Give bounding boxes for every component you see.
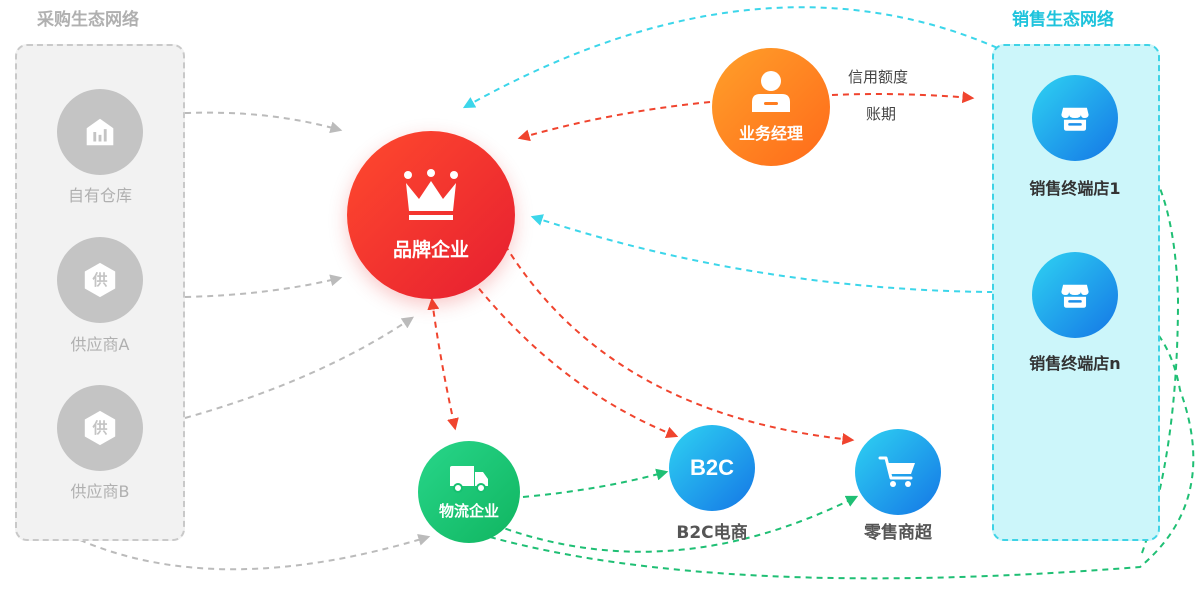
supplier-b-node: 供 bbox=[57, 385, 143, 471]
b2c-label: B2C电商 bbox=[676, 523, 748, 543]
brand-node: 品牌企业 bbox=[347, 131, 515, 299]
arrow-brand-storen bbox=[530, 214, 1030, 299]
arrow-manager-to-brand bbox=[517, 101, 711, 142]
store-n-node bbox=[1032, 252, 1118, 338]
store-1-node bbox=[1032, 75, 1118, 161]
shop-icon bbox=[1061, 107, 1089, 131]
brand-label: 品牌企业 bbox=[392, 238, 469, 261]
arrow-brand-store1 bbox=[462, 6, 1040, 109]
arrow-logistics-to-store1 bbox=[1125, 135, 1180, 554]
crown-icon bbox=[404, 168, 458, 220]
sales-title: 销售生态网络 bbox=[1012, 10, 1114, 30]
arrow-brand-to-b2c bbox=[471, 279, 679, 439]
arrow-supplier-b-to-brand bbox=[184, 316, 414, 419]
arrow-logistics-to-storen bbox=[489, 311, 1195, 580]
arrow-logistics-to-b2c bbox=[522, 468, 669, 498]
payment-term-label: 账期 bbox=[866, 105, 897, 123]
store-1-label: 销售终端店1 bbox=[1029, 179, 1121, 198]
b2c-glyph: B2C bbox=[689, 455, 734, 480]
logistics-label: 物流企业 bbox=[438, 501, 499, 520]
b2c-node: B2C bbox=[669, 425, 755, 511]
arrow-logistics-to-retail bbox=[494, 495, 859, 553]
arrow-manager-to-store1 bbox=[831, 91, 975, 104]
supplier-a-label: 供应商A bbox=[70, 335, 130, 354]
person-icon bbox=[752, 71, 790, 112]
supplier-hexagon-icon: 供 bbox=[81, 261, 119, 299]
manager-node: 业务经理 bbox=[712, 48, 830, 166]
arrow-brand-to-retail bbox=[504, 244, 855, 445]
supplier-b-glyph: 供 bbox=[92, 419, 108, 437]
retail-label: 零售商超 bbox=[864, 523, 932, 543]
procurement-title: 采购生态网络 bbox=[37, 10, 139, 30]
arrow-warehouse-to-brand bbox=[184, 111, 343, 134]
truck-icon bbox=[450, 465, 488, 493]
warehouse-icon bbox=[86, 118, 114, 146]
cart-icon bbox=[878, 456, 915, 487]
supplier-a-glyph: 供 bbox=[92, 271, 108, 289]
retail-node bbox=[855, 429, 941, 515]
store-n-label: 销售终端店n bbox=[1029, 354, 1121, 373]
warehouse-label: 自有仓库 bbox=[67, 186, 132, 205]
manager-label: 业务经理 bbox=[738, 124, 803, 143]
arrow-procurement-to-logistics bbox=[79, 534, 431, 571]
arrow-brand-logistics bbox=[427, 297, 459, 431]
warehouse-node bbox=[57, 89, 143, 175]
supplier-b-label: 供应商B bbox=[70, 482, 130, 501]
shop-icon bbox=[1061, 284, 1089, 308]
credit-limit-label: 信用额度 bbox=[848, 68, 909, 86]
logistics-node: 物流企业 bbox=[418, 441, 520, 543]
supplier-a-node: 供 bbox=[57, 237, 143, 323]
supplier-hexagon-icon: 供 bbox=[81, 409, 119, 447]
arrow-supplier-a-to-brand bbox=[184, 274, 343, 298]
